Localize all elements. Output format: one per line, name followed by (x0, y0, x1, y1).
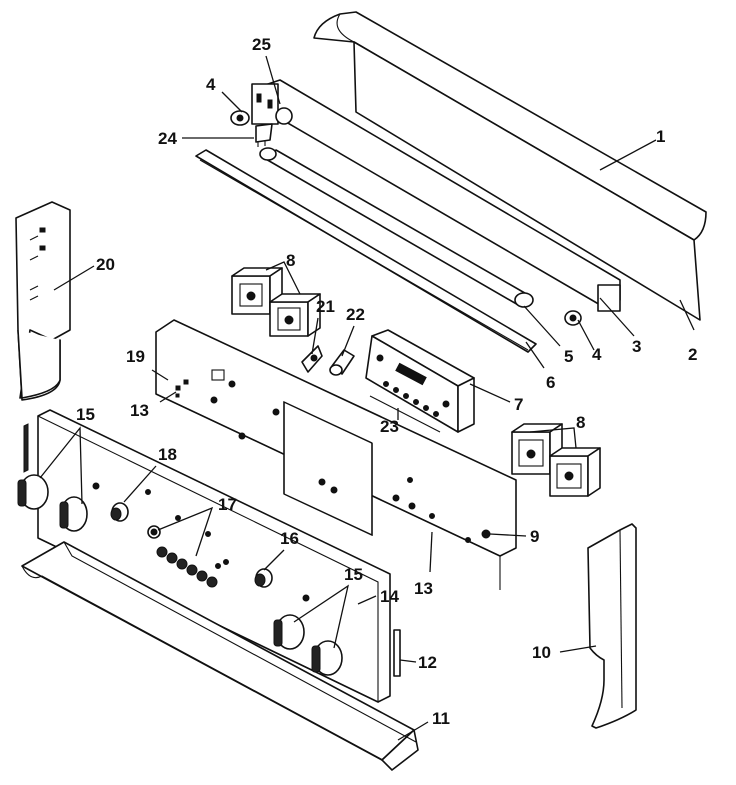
part-25-lamp-holder (275, 107, 293, 125)
callout-16: 16 (280, 529, 299, 548)
callout-3: 3 (632, 337, 641, 356)
callout-25: 25 (252, 35, 271, 54)
callout-19: 19 (126, 347, 145, 366)
callout-24: 24 (158, 129, 177, 148)
callout-5: 5 (564, 347, 573, 366)
part-6-light-channel (195, 149, 537, 353)
callout-8: 8 (286, 251, 295, 270)
part-3-support-strip (251, 79, 621, 312)
callout-9: 9 (530, 527, 539, 546)
callout-22: 22 (346, 305, 365, 324)
part-9-screw (481, 529, 491, 539)
callout-23: 23 (380, 417, 399, 436)
part-18-knob (110, 502, 129, 522)
part-19-panel-backer (155, 319, 517, 590)
callout-8: 8 (576, 413, 585, 432)
part-20-left-end-cap (15, 201, 71, 401)
part-4-socket-left (230, 110, 250, 126)
part-8-switch-lower (511, 423, 601, 497)
callout-15: 15 (344, 565, 363, 584)
callout-4: 4 (206, 75, 216, 94)
part-7-clock-timer (365, 329, 475, 433)
callout-20: 20 (96, 255, 115, 274)
part-8-switch-upper (231, 267, 321, 337)
callout-11: 11 (432, 709, 450, 728)
callout-1: 1 (656, 127, 665, 146)
part-1-top-trim (313, 11, 707, 321)
callout-7: 7 (514, 395, 523, 414)
callout-12: 12 (418, 653, 437, 672)
part-17-button-row (147, 525, 218, 588)
leader-lines (39, 55, 695, 741)
callout-6: 6 (546, 373, 555, 392)
part-15-knob-1 (17, 474, 49, 510)
part-22-indicator-lamp (329, 349, 355, 376)
part-5-fluorescent-tube (259, 147, 534, 308)
callout-labels: 1 2 3 4 4 5 6 7 8 8 9 10 11 12 13 13 14 … (76, 35, 697, 728)
part-12-strip (393, 629, 401, 677)
callout-15: 15 (76, 405, 95, 424)
part-15-knob-2 (59, 496, 88, 532)
callout-4: 4 (592, 345, 602, 364)
part-15-knob-4 (311, 640, 343, 676)
part-21-bracket (301, 345, 323, 373)
part-10-right-end-cap (587, 523, 637, 729)
part-15-knob-3 (273, 614, 305, 650)
callout-18: 18 (158, 445, 177, 464)
callout-10: 10 (532, 643, 551, 662)
callout-13: 13 (130, 401, 149, 420)
callout-14: 14 (380, 587, 399, 606)
part-24-clip (255, 123, 273, 147)
callout-21: 21 (316, 297, 335, 316)
callout-2: 2 (688, 345, 697, 364)
part-16-knob (254, 568, 273, 588)
callout-17: 17 (218, 495, 237, 514)
callout-13: 13 (414, 579, 433, 598)
part-4-socket-right (564, 310, 582, 326)
